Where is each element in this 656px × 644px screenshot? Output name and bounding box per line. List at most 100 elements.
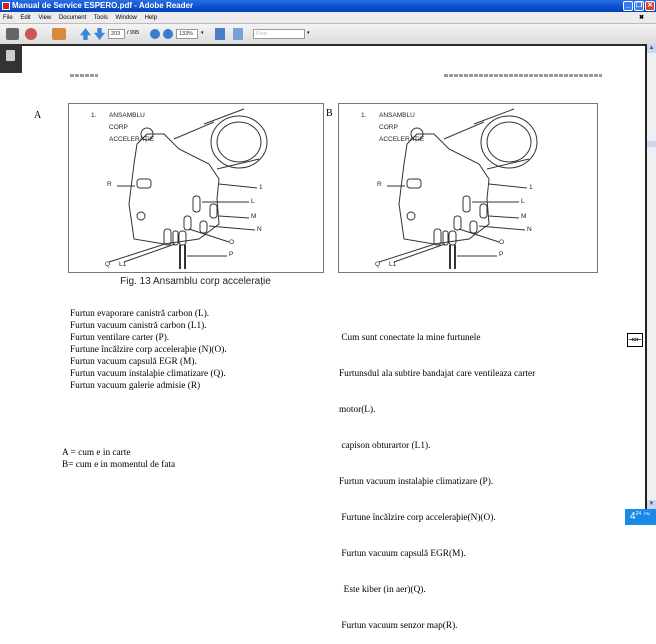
page-header-left [70, 74, 98, 77]
page-edge [645, 44, 647, 509]
callout-l1: L1 [119, 261, 127, 268]
list-item: capison obturartor (L1). [339, 441, 431, 451]
list-item: Este kiber (in aer)(Q). [339, 585, 426, 595]
left-hose-list: Furtun evaporare canistră carbon (L). Fu… [70, 308, 227, 392]
figure-title-line: CORP [379, 124, 398, 131]
figure-title-line: ANSAMBLU [109, 112, 145, 119]
page-total: / 995 [127, 30, 140, 36]
list-item: Furtun vacuum senzor map(R). [339, 621, 458, 631]
adobe-reader-icon [2, 2, 10, 10]
clock-ampm: PM [643, 511, 650, 516]
callout-n: N [527, 226, 532, 233]
callout-q: Q [375, 261, 381, 268]
collapse-pane-button[interactable]: ⇥⇤ [627, 333, 643, 347]
next-page-icon[interactable] [94, 28, 105, 40]
note-b: B= cum e in momentul de fata [62, 460, 176, 470]
page-header-right [444, 74, 602, 77]
callout-l1: L1 [389, 261, 397, 268]
figure-title-line: CORP [109, 124, 128, 131]
figure-title-line: ANSAMBLU [379, 112, 415, 119]
label-b: B [326, 108, 333, 119]
menu-document[interactable]: Document [58, 15, 87, 21]
list-item: Cum sunt conectate la mine furtunele [339, 333, 481, 343]
callout-r: R [107, 181, 112, 188]
print-icon[interactable] [6, 28, 19, 40]
callout-r: R [377, 181, 382, 188]
email-icon[interactable] [25, 28, 37, 40]
throttle-body-drawing [378, 108, 538, 269]
close-button[interactable]: ✕ [645, 1, 655, 11]
title-bar: Manual de Service ESPERO.pdf - Adobe Rea… [0, 0, 656, 12]
callout-p: P [229, 251, 234, 258]
menu-bar: File Edit View Document Tools Window Hel… [0, 12, 656, 24]
throttle-body-drawing [108, 108, 268, 269]
toolbar: 203 / 995 133% ▾ Find ▾ [0, 24, 656, 44]
vertical-scrollbar[interactable]: ▲ ▼ [647, 44, 656, 509]
previous-page-icon[interactable] [80, 28, 91, 40]
callout-n: N [257, 226, 262, 233]
close-document-icon[interactable]: ✖ [638, 15, 644, 21]
zoom-out-icon[interactable] [150, 29, 160, 39]
pages-panel [0, 44, 22, 73]
page-number-input[interactable]: 203 [108, 29, 125, 39]
callout-m: M [251, 213, 257, 220]
figure-b: 1. ANSAMBLU CORP ACCELERAȚIE R 1 L M N O… [338, 103, 598, 273]
menu-file[interactable]: File [3, 15, 13, 21]
figure-caption: Fig. 13 Ansamblu corp accelerație [120, 276, 271, 287]
label-a: A [34, 110, 42, 121]
figure-number: 1. [361, 112, 367, 119]
note-a: A = cum e in carte [62, 448, 131, 458]
notes: A = cum e in carte B= cum e in momentul … [62, 447, 175, 471]
find-dropdown-icon[interactable]: ▾ [307, 30, 310, 36]
callout-o: O [229, 239, 235, 246]
list-item: Furtun evaporare canistră carbon (L). [70, 309, 210, 319]
scroll-down-icon[interactable]: ▼ [647, 500, 656, 509]
figure-a: 1. ANSAMBLU CORP ACCELERAȚIE R 1 L M N O… [68, 103, 324, 273]
callout-1: 1 [259, 184, 263, 191]
menu-edit[interactable]: Edit [20, 15, 31, 21]
organizer-icon[interactable] [52, 28, 66, 40]
callout-1: 1 [529, 184, 533, 191]
list-item: Furtun vacuum instalaþie climatizare (Q)… [70, 369, 226, 379]
restore-button[interactable]: ❐ [634, 1, 644, 11]
list-item: Furtun vacuum galerie admisie (R) [70, 381, 201, 391]
list-item: Furtunsdul ala subtire bandajat care ven… [339, 369, 536, 379]
menu-help[interactable]: Help [144, 15, 157, 21]
list-item: Furtun vacuum instalaþie climatizare (P)… [339, 477, 494, 487]
zoom-dropdown-icon[interactable]: ▾ [201, 30, 204, 36]
figure-title-line: ACCELERAȚIE [379, 136, 425, 143]
document-top-border [0, 44, 656, 46]
list-item: Furtun vacuum capsulă EGR(M). [339, 549, 466, 559]
list-item: motor(L). [339, 405, 376, 415]
scroll-thumb[interactable] [647, 141, 656, 147]
callout-q: Q [105, 261, 111, 268]
menu-tools[interactable]: Tools [93, 15, 108, 21]
zoom-in-icon[interactable] [163, 29, 173, 39]
find-input[interactable]: Find [253, 29, 305, 39]
list-item: Furtune încălzire corp acceleraþie(N)(O)… [339, 513, 496, 523]
pages-icon[interactable] [6, 50, 15, 61]
list-item: Furtune încălzire corp accelerаþie (N)(O… [70, 345, 227, 355]
right-hose-list: Cum sunt conectate la mine furtunele Fur… [339, 308, 535, 644]
list-item: Furtun vacuum capsulă EGR (M). [70, 357, 197, 367]
fit-page-icon[interactable] [215, 28, 225, 40]
list-item: Furtun vacuum canistră carbon (L1). [70, 321, 207, 331]
figure-title-line: ACCELERAȚIE [109, 136, 155, 143]
callout-p: P [499, 251, 504, 258]
clock-hour: 4 [630, 511, 636, 522]
fit-width-icon[interactable] [233, 28, 243, 40]
list-item: Furtun ventilare carter (P). [70, 333, 170, 343]
clock-minutes: 24 [635, 511, 642, 517]
taskbar-clock[interactable]: 424 PM [625, 509, 656, 525]
minimize-button[interactable]: _ [623, 1, 633, 11]
scroll-up-icon[interactable]: ▲ [647, 44, 656, 53]
window-title: Manual de Service ESPERO.pdf - Adobe Rea… [12, 1, 194, 10]
callout-l: L [521, 198, 525, 205]
callout-m: M [521, 213, 527, 220]
menu-window[interactable]: Window [115, 15, 137, 21]
zoom-level-select[interactable]: 133% [176, 29, 198, 39]
callout-l: L [251, 198, 255, 205]
menu-view[interactable]: View [38, 15, 52, 21]
callout-o: O [499, 239, 505, 246]
figure-number: 1. [91, 112, 97, 119]
